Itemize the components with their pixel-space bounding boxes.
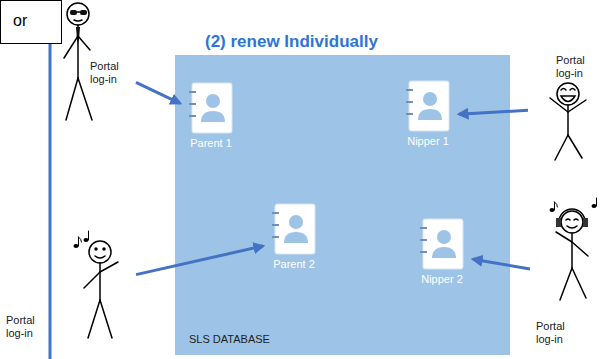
user-figure: Portal log-in <box>58 2 136 126</box>
card-page <box>192 83 232 133</box>
card-page <box>275 204 315 254</box>
option-label: or <box>13 11 27 31</box>
member-card: Parent 1 <box>180 82 242 154</box>
card-ring <box>189 115 196 117</box>
arrow-connector <box>136 82 180 103</box>
member-card: Nipper 1 <box>397 80 459 152</box>
stick-figure-sunglasses <box>64 3 92 120</box>
stick-figure-whistling <box>74 231 119 338</box>
card-ring <box>420 239 427 241</box>
arrow-connector <box>136 246 263 275</box>
person-head <box>423 92 437 106</box>
card-ring <box>420 251 427 253</box>
member-label: Parent 1 <box>190 136 232 150</box>
person-head <box>206 94 220 108</box>
arrow-connector <box>459 110 528 114</box>
card-page <box>409 81 449 131</box>
contact-card-icon <box>271 203 317 255</box>
person-body <box>418 109 442 120</box>
card-ring <box>189 91 196 93</box>
divider-line <box>49 44 52 359</box>
person-head <box>289 215 303 229</box>
stick-figure-laughing <box>550 83 586 160</box>
option-box: or <box>0 0 62 44</box>
diagram-title: (2) renew Individually <box>205 32 378 52</box>
person-body <box>201 111 225 122</box>
member-label: Nipper 2 <box>421 272 463 286</box>
member-label: Parent 2 <box>273 257 315 271</box>
person-body <box>284 232 308 243</box>
card-ring <box>406 101 413 103</box>
card-ring <box>272 236 279 238</box>
card-ring <box>406 89 413 91</box>
card-ring <box>272 224 279 226</box>
card-ring <box>189 103 196 105</box>
user-figure: Portal log-in <box>4 232 136 347</box>
login-label: Portal log-in <box>556 54 600 80</box>
card-ring <box>406 113 413 115</box>
user-figure: Portal log-in <box>530 200 602 350</box>
contact-card-icon <box>188 82 234 134</box>
contact-card-icon <box>419 218 465 270</box>
person-head <box>437 230 451 244</box>
contact-card-icon <box>405 80 451 132</box>
member-label: Nipper 1 <box>407 134 449 148</box>
member-card: Parent 2 <box>263 203 325 275</box>
member-card: Nipper 2 <box>411 218 473 290</box>
person-body <box>432 247 456 258</box>
arrow-connector <box>473 259 530 269</box>
database-label: SLS DATABASE <box>189 333 270 346</box>
stick-figure-headphones <box>550 198 597 300</box>
card-page <box>423 219 463 269</box>
user-figure: Portal log-in <box>528 52 605 164</box>
login-label: Portal log-in <box>6 314 48 340</box>
card-ring <box>272 212 279 214</box>
login-label: Portal log-in <box>536 320 578 346</box>
database-region: SLS DATABASE Parent 1 Nipper 1 Parent 2 Nipp… <box>175 55 510 355</box>
card-ring <box>420 227 427 229</box>
login-label: Portal log-in <box>90 60 130 86</box>
